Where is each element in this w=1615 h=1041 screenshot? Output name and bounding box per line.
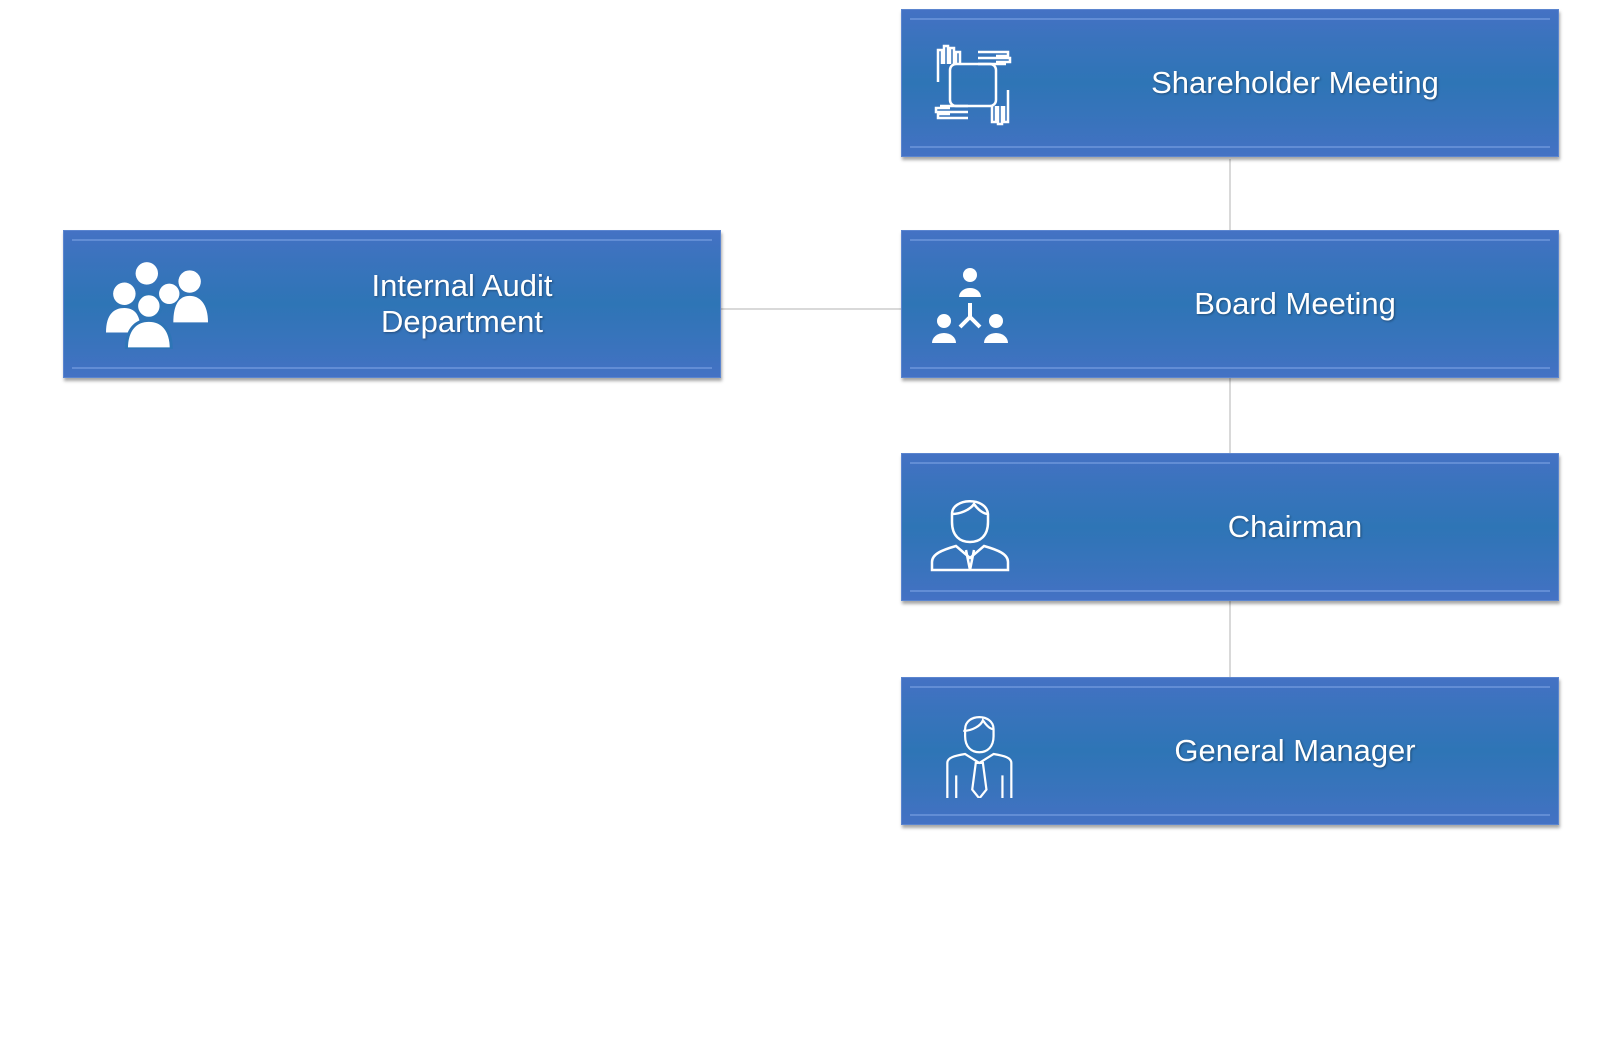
group-people-icon xyxy=(106,262,208,349)
connector-board-chairman xyxy=(1229,378,1231,454)
businessman-icon xyxy=(930,500,1010,572)
node-label: Shareholder Meeting xyxy=(1151,65,1439,100)
node-internal-audit-department[interactable]: Internal Audit Department xyxy=(63,230,721,378)
node-general-manager[interactable]: General Manager xyxy=(901,677,1559,825)
node-label: General Manager xyxy=(1174,733,1416,768)
hierarchy-people-icon xyxy=(932,268,1008,343)
connector-audit-board xyxy=(721,308,901,310)
node-label: Board Meeting xyxy=(1194,286,1396,321)
connector-chairman-gm xyxy=(1229,601,1231,678)
node-label: Internal Audit Department xyxy=(371,268,553,339)
node-chairman[interactable]: Chairman xyxy=(901,453,1559,601)
node-board-meeting[interactable]: Board Meeting xyxy=(901,230,1559,378)
manager-tie-icon xyxy=(946,716,1013,798)
connector-shareholder-board xyxy=(1229,159,1231,231)
node-label: Chairman xyxy=(1227,509,1363,544)
node-shareholder-meeting[interactable]: Shareholder Meeting xyxy=(901,9,1559,157)
hands-together-icon xyxy=(934,44,1012,126)
